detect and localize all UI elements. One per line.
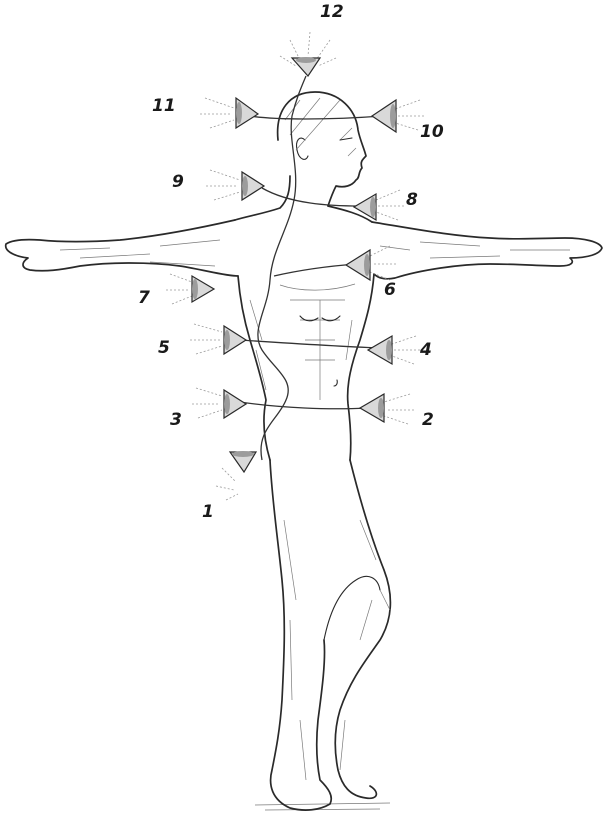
left-leg-outline [270,460,331,810]
ground-shadow [255,803,390,810]
funnel-5 [190,324,246,354]
funnel-7 [166,274,214,304]
head-outline [278,92,366,206]
ear [297,138,308,159]
funnel-8 [354,190,404,220]
funnel-10 [372,100,424,132]
neck-band [262,188,360,206]
funnel-9 [206,170,264,200]
label-9: 9 [172,174,184,191]
funnel-12 [280,32,336,76]
label-11: 11 [152,98,176,115]
label-6: 6 [384,282,396,299]
label-5: 5 [158,340,170,357]
label-2: 2 [422,412,434,429]
torso-right [348,274,374,460]
label-8: 8 [406,192,418,209]
chest-band [274,264,356,276]
label-1: 1 [202,504,214,521]
label-4: 4 [420,342,432,359]
left-arm-outline [6,220,238,276]
funnel-2 [360,394,414,424]
funnel-11 [200,98,258,128]
head-band [250,116,382,119]
label-12: 12 [320,4,344,21]
funnel-6 [346,246,396,280]
right-arm-outline [372,222,602,279]
funnel-1 [216,451,256,500]
label-7: 7 [138,290,150,307]
label-10: 10 [420,124,444,141]
label-3: 3 [170,412,182,429]
knee-line [324,576,380,640]
funnel-4 [368,336,420,364]
funnel-3 [192,388,246,418]
navel [334,380,337,386]
right-leg-outline [335,460,390,798]
